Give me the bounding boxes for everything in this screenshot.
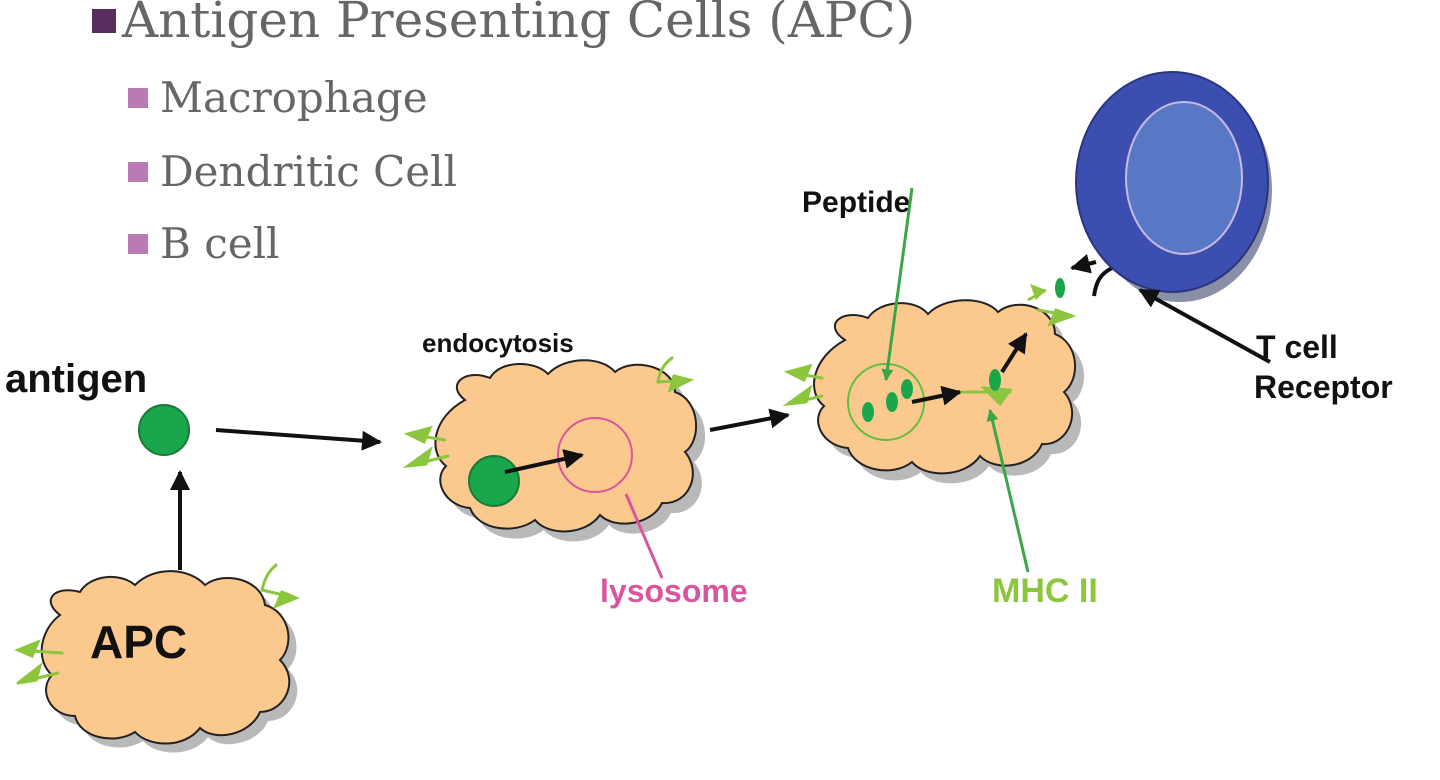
- bullet-title: Antigen Presenting Cells (APC): [92, 0, 915, 52]
- mhc-bound-peptide: [989, 369, 1001, 391]
- peptide-fragment: [901, 379, 913, 399]
- bullet-title-text: Antigen Presenting Cells (APC): [122, 0, 916, 49]
- peptide-label: Peptide: [802, 186, 910, 219]
- peptide-pointer: [881, 187, 914, 382]
- antigen-label: antigen: [5, 357, 147, 401]
- bullet-square-icon: [128, 88, 148, 108]
- endocytosis-label: endocytosis: [422, 328, 574, 358]
- peptide-fragment: [886, 392, 898, 412]
- endocytosis-to-processing-arrow: [709, 408, 790, 432]
- apc-cell: APC: [14, 563, 300, 753]
- bullet-item-text: Dendritic Cell: [160, 147, 458, 196]
- mhc-receptor-icon: [14, 563, 300, 685]
- mhc-ii-label: MHC II: [992, 572, 1098, 610]
- endocytosis-cell: [402, 356, 706, 542]
- lysosome-pointer: [624, 493, 664, 579]
- antigen-particle: [138, 404, 190, 456]
- mhc-pointer: [986, 408, 1030, 573]
- t-cell-receptor-label-line2: Receptor: [1254, 369, 1393, 405]
- mhc-to-surface-arrow: [1000, 332, 1028, 374]
- t-cell: [1075, 71, 1272, 302]
- bullet-item-macrophage: Macrophage: [128, 72, 428, 124]
- bullet-list: Antigen Presenting Cells (APC) Macrophag…: [0, 0, 1440, 300]
- peptide-vesicle: [847, 363, 925, 441]
- bullet-square-icon: [128, 234, 148, 254]
- bullet-item-b-cell: B cell: [128, 218, 279, 270]
- bullet-square-icon: [92, 9, 116, 33]
- mhc-receptor-icon: [402, 356, 695, 469]
- cell-body: [434, 359, 698, 533]
- bullet-item-text: B cell: [160, 219, 280, 268]
- surface-mhc-peptide: [1027, 278, 1065, 302]
- antigen-to-endocytosis-arrow: [215, 428, 382, 451]
- bullet-item-dendritic-cell: Dendritic Cell: [128, 146, 457, 198]
- bullet-square-icon: [128, 162, 148, 182]
- t-cell-nucleus: [1125, 101, 1243, 255]
- apc-label: APC: [90, 616, 187, 668]
- t-cell-receptor-label-line1: T cell: [1256, 329, 1338, 365]
- tcr-pointer: [1138, 288, 1271, 364]
- internalized-antigen: [468, 455, 520, 507]
- cell-body: [813, 299, 1076, 475]
- peptide-to-mhc-arrow: [911, 385, 962, 406]
- lysosome-vesicle: [557, 417, 633, 493]
- tcr-binding-arrows: [1070, 253, 1113, 297]
- peptide-fragment: [862, 402, 874, 422]
- cell-body: [40, 570, 291, 745]
- lysosome-label: lysosome: [600, 573, 748, 609]
- mhc-receptor-icon: [782, 308, 1077, 407]
- antigen-to-lysosome-arrow: [504, 449, 584, 474]
- bullet-item-text: Macrophage: [160, 73, 428, 122]
- presenting-cell: [782, 299, 1085, 484]
